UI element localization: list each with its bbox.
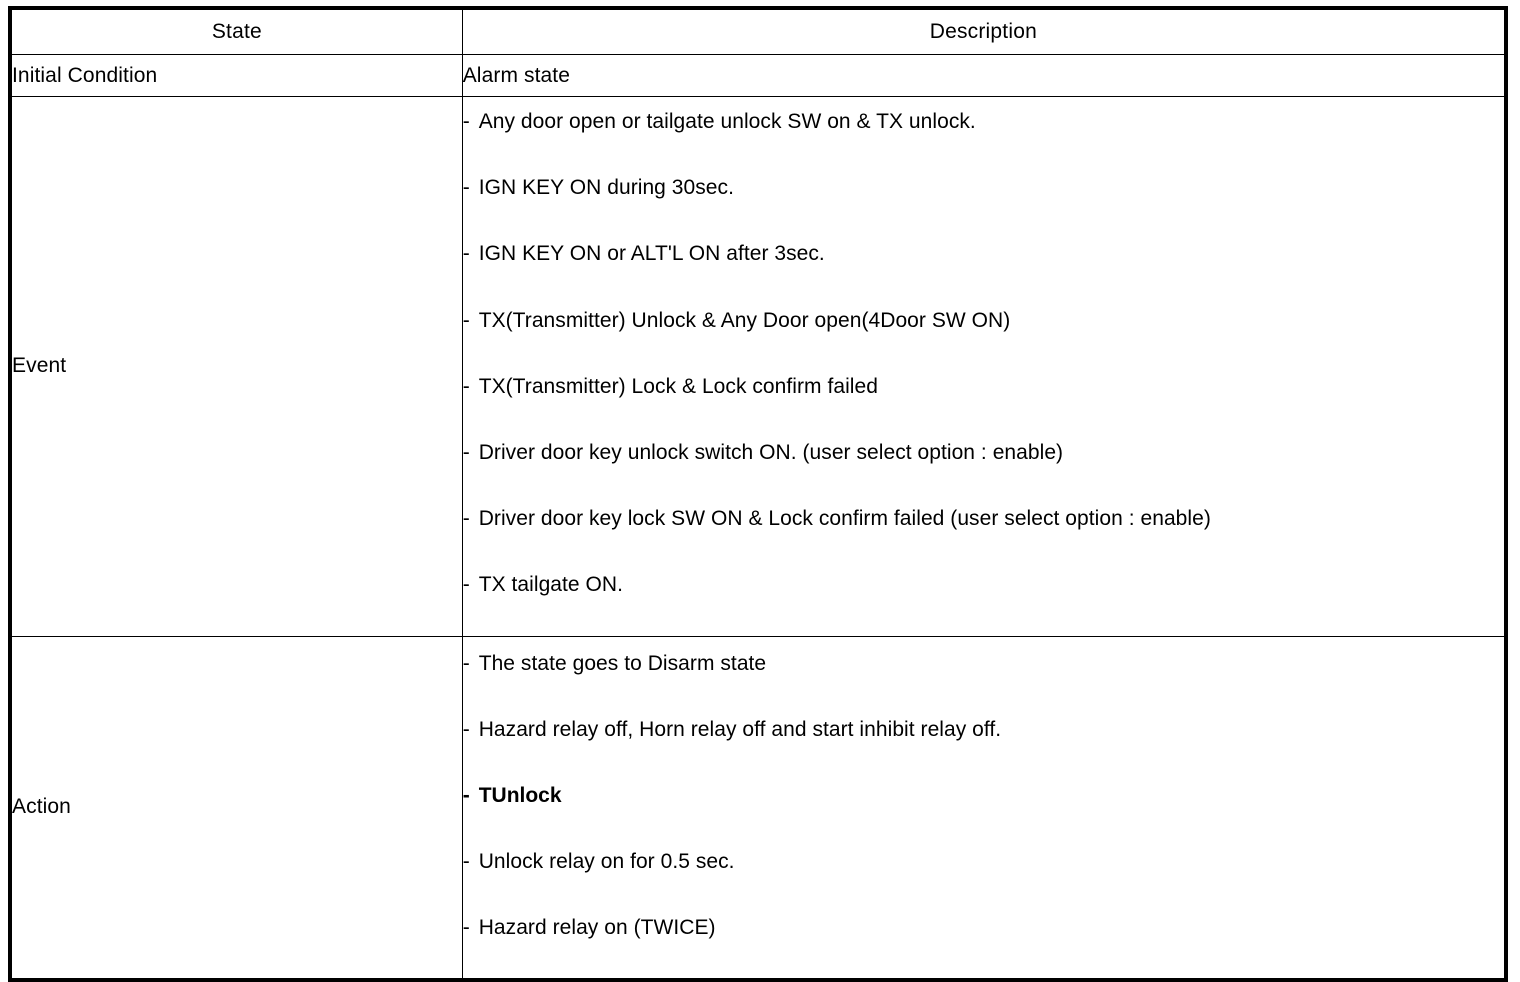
list-item-label: TUnlock [478,783,562,807]
bullet-dash-icon: - [462,110,470,133]
row-description-event: -Any door open or tailgate unlock SW on … [461,96,1507,637]
bullet-dash-icon: - [462,176,470,200]
row-state-label-action: Action [9,635,463,981]
bullet-dash-icon: - [462,850,470,874]
state-description-table: State Description Initial Condition Alar… [8,6,1508,982]
list-item-label: TX(Transmitter) Unlock & Any Door open(4… [478,308,1011,332]
bullet-dash-icon: - [462,573,470,597]
bullet-dash-icon: - [462,374,470,398]
list-item-label: IGN KEY ON during 30sec. [478,176,734,200]
row-state-label-event: Event [9,96,463,637]
document-page: State Description Initial Condition Alar… [8,6,1508,982]
table-row: Action -The state goes to Disarm state-H… [9,635,1507,981]
action-item-list: -The state goes to Disarm state-Hazard r… [463,637,1504,979]
table-row: Initial Condition Alarm state [9,54,1507,97]
row-state-label-initial-condition: Initial Condition [9,54,463,97]
column-header-description: Description [461,7,1507,55]
list-item-label: Hazard relay off, Horn relay off and sta… [478,717,1002,741]
table-header: State Description [9,7,1507,55]
list-item: -TX tailgate ON. [463,569,1504,635]
list-item: -Unlock relay on for 0.5 sec. [463,846,1504,912]
table-body: Initial Condition Alarm state Event -Any… [9,54,1507,981]
bullet-dash-icon: - [462,783,470,807]
list-item: -The state goes to Disarm state [463,637,1504,714]
bullet-dash-icon: - [462,242,470,266]
list-item: -IGN KEY ON during 30sec. [463,172,1504,238]
list-item-label: Driver door key lock SW ON & Lock confir… [478,507,1211,531]
list-item: -TX(Transmitter) Unlock & Any Door open(… [463,305,1504,371]
list-item: -Driver door key lock SW ON & Lock confi… [463,503,1504,569]
list-item-label: TX tailgate ON. [478,573,624,597]
list-item: -Any door open or tailgate unlock SW on … [463,97,1504,172]
bullet-dash-icon: - [462,308,470,332]
list-item-label: TX(Transmitter) Lock & Lock confirm fail… [478,374,878,398]
event-item-list: -Any door open or tailgate unlock SW on … [463,97,1504,636]
bullet-dash-icon: - [462,717,470,741]
bullet-dash-icon: - [462,440,470,464]
table-header-row: State Description [9,7,1507,55]
list-item: -IGN KEY ON or ALT'L ON after 3sec. [463,238,1504,304]
row-description-initial-condition: Alarm state [461,54,1507,97]
bullet-dash-icon: - [462,916,470,940]
bullet-dash-icon: - [462,651,470,675]
list-item-label: The state goes to Disarm state [478,651,767,675]
list-item: -Hazard relay on (TWICE) [463,912,1504,978]
list-item-label: Driver door key unlock switch ON. (user … [478,440,1064,464]
column-header-state: State [9,7,463,55]
list-item: -TX(Transmitter) Lock & Lock confirm fai… [463,371,1504,437]
bullet-dash-icon: - [462,507,470,531]
row-description-action: -The state goes to Disarm state-Hazard r… [461,635,1507,981]
list-item: -Hazard relay off, Horn relay off and st… [463,714,1504,780]
list-item-label: Unlock relay on for 0.5 sec. [478,850,735,874]
list-item: -Driver door key unlock switch ON. (user… [463,437,1504,503]
list-item-label: Any door open or tailgate unlock SW on &… [478,110,976,133]
list-item: -TUnlock [463,780,1504,846]
list-item-label: IGN KEY ON or ALT'L ON after 3sec. [478,242,825,266]
table-row: Event -Any door open or tailgate unlock … [9,96,1507,637]
